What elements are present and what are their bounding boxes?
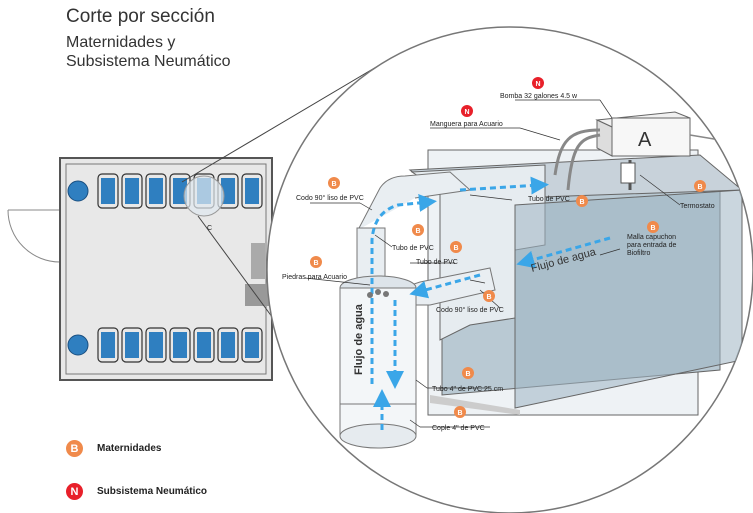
badges: N N B B B B B B B B B B — [310, 77, 706, 418]
svg-text:B: B — [579, 199, 584, 206]
badge-b-codo-top — [328, 177, 340, 189]
badge-b-tubo4 — [462, 367, 474, 379]
svg-text:B: B — [453, 245, 458, 252]
badge-n-manguera — [461, 105, 473, 117]
badge-b-tubo-mid2 — [450, 241, 462, 253]
legend-neumatico: N Subsistema Neumático — [66, 483, 207, 500]
legend-badge-n: N — [66, 483, 83, 500]
label-manguera: Manguera para Acuario — [430, 121, 503, 128]
pen — [149, 178, 163, 204]
label-tubo-mid2: Tubo de PVC — [416, 259, 458, 266]
floor-plan: C — [7, 157, 273, 381]
pen-frame — [145, 327, 167, 363]
pen — [197, 332, 211, 358]
pen — [221, 332, 235, 358]
pipe-top — [357, 171, 472, 231]
pen-frame — [121, 327, 143, 363]
pen — [125, 332, 139, 358]
svg-text:B: B — [313, 260, 318, 267]
svg-text:B: B — [465, 371, 470, 378]
legend-label-neumatico: Subsistema Neumático — [97, 486, 208, 497]
svg-text:B: B — [697, 184, 702, 191]
badge-b-tubo-mid — [412, 224, 424, 236]
pen-frame — [145, 173, 167, 209]
label-cople: Cople 4" de PVC — [432, 425, 485, 432]
pen-frame — [169, 327, 191, 363]
legend-badge-b: B — [66, 440, 83, 457]
pen — [245, 178, 259, 204]
flow-label-pipe: Flujo de agua — [353, 303, 365, 375]
floorplan-marker: C — [207, 225, 212, 232]
hose-2 — [566, 133, 601, 191]
badge-b-piedras — [310, 256, 322, 268]
svg-text:B: B — [331, 181, 336, 188]
pen — [173, 332, 187, 358]
pen — [245, 332, 259, 358]
hose-1 — [553, 128, 601, 176]
pen — [149, 332, 163, 358]
pen-frame — [121, 173, 143, 209]
svg-text:B: B — [650, 225, 655, 232]
badge-b-termostato — [694, 180, 706, 192]
badge-b-tubo-top — [576, 195, 588, 207]
pen-frame — [217, 327, 239, 363]
pen-frame — [97, 173, 119, 209]
diagram-title: Corte por sección — [66, 6, 215, 27]
label-tubo-top: Tubo de PVC — [528, 196, 570, 203]
tank-circle-top — [67, 180, 89, 202]
legend-maternidades: B Maternidades — [66, 440, 161, 457]
pens-row-top — [97, 173, 263, 209]
badge-b-malla — [647, 221, 659, 233]
flow-arrow-tank — [516, 236, 611, 269]
badge-b-cople — [454, 406, 466, 418]
tank-circle-bottom — [67, 334, 89, 356]
door-swing — [7, 209, 61, 263]
label-bomba: Bomba 32 galones 4.5 w — [500, 93, 578, 100]
pump-box — [611, 117, 691, 157]
zoom-circle — [183, 175, 225, 217]
diagram-subtitle: Maternidades y Subsistema Neumático — [66, 34, 231, 70]
zoom-line-top — [181, 59, 389, 183]
biofilter-cylinder — [339, 287, 417, 437]
flow-arrow-lower — [409, 273, 481, 299]
svg-text:B: B — [415, 228, 420, 235]
pen — [101, 332, 115, 358]
label-termostato: Termostato — [680, 203, 715, 210]
svg-text:N: N — [535, 81, 540, 88]
svg-text:N: N — [464, 109, 469, 116]
pen-frame — [97, 327, 119, 363]
label-piedras: Piedras para Acuario — [282, 274, 347, 281]
pen — [221, 178, 235, 204]
pen — [125, 178, 139, 204]
pen-frame — [241, 173, 263, 209]
pen — [173, 178, 187, 204]
leader-lines — [304, 99, 681, 428]
flow-arrow-top — [459, 176, 549, 195]
label-tubo4: Tubo 4" de PVC 25 cm — [432, 386, 503, 393]
detail-view: A — [266, 26, 753, 513]
pen-frame — [193, 327, 215, 363]
svg-text:B: B — [486, 294, 491, 301]
flow-arrow-up — [370, 193, 437, 384]
badge-n-bomba — [532, 77, 544, 89]
thermostat — [620, 162, 636, 184]
svg-text:B: B — [457, 410, 462, 417]
badge-b-codo-bottom — [483, 290, 495, 302]
label-tubo-mid: Tubo de PVC — [392, 245, 434, 252]
label-codo-bottom: Codo 90° liso de PVC — [436, 306, 504, 314]
label-codo-top: Codo 90° liso de PVC — [296, 194, 364, 202]
callout-labels: Bomba 32 galones 4.5 w Manguera para Acu… — [282, 93, 715, 432]
pen — [101, 178, 115, 204]
pen-frame — [241, 327, 263, 363]
pens-row-bottom — [97, 327, 263, 363]
legend-label-maternidades: Maternidades — [97, 443, 162, 454]
label-malla: Malla capuchon para entrada de Biofiltro — [627, 234, 678, 257]
pump-box-letter: A — [638, 129, 652, 151]
